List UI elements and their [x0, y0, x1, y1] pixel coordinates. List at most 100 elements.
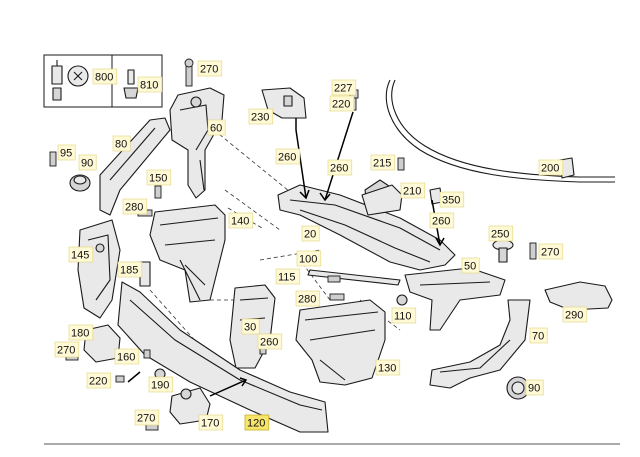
part-90-buffer-left — [69, 174, 91, 192]
part-label-30[interactable]: 30 — [241, 318, 260, 335]
part-label-230[interactable]: 230 — [248, 108, 274, 125]
label-text: 145 — [71, 250, 89, 262]
part-label-50[interactable]: 50 — [461, 257, 480, 274]
part-label-120[interactable]: 120 — [244, 414, 270, 431]
label-box — [391, 307, 417, 324]
part-label-170[interactable]: 170 — [198, 414, 224, 431]
part-220-clip-lower — [115, 375, 125, 383]
part-215-bolt — [397, 157, 405, 171]
label-box — [86, 372, 112, 389]
part-label-270c[interactable]: 270 — [54, 341, 80, 358]
label-text: 260 — [330, 163, 348, 175]
part-label-115[interactable]: 115 — [275, 268, 301, 285]
part-label-20[interactable]: 20 — [301, 225, 320, 242]
part-label-100[interactable]: 100 — [296, 250, 322, 267]
label-box — [525, 379, 544, 396]
part-210-bracket — [361, 184, 403, 216]
part-200-cable — [385, 79, 615, 183]
part-label-220b[interactable]: 220 — [86, 372, 112, 389]
label-text: 150 — [149, 173, 167, 185]
part-label-90b[interactable]: 90 — [525, 379, 544, 396]
label-box — [295, 290, 321, 307]
part-label-150[interactable]: 150 — [146, 169, 172, 186]
label-box — [370, 154, 396, 171]
label-text: 140 — [231, 216, 249, 228]
part-label-80[interactable]: 80 — [112, 135, 131, 152]
label-box — [439, 191, 465, 208]
part-label-250[interactable]: 250 — [488, 225, 514, 242]
part-115-bolt — [327, 275, 341, 283]
label-box — [146, 169, 172, 186]
part-label-210[interactable]: 210 — [400, 182, 426, 199]
part-label-130[interactable]: 130 — [375, 359, 401, 376]
label-box — [197, 60, 223, 77]
label-box — [244, 414, 270, 431]
part-label-260a[interactable]: 260 — [275, 148, 301, 165]
part-label-185[interactable]: 185 — [117, 261, 143, 278]
label-box — [228, 212, 254, 229]
part-label-260c[interactable]: 260 — [429, 212, 455, 229]
part-label-280b[interactable]: 280 — [295, 290, 321, 307]
part-110-bushing — [396, 294, 408, 306]
part-label-260d[interactable]: 260 — [257, 333, 283, 350]
part-label-227[interactable]: 227 — [331, 79, 357, 96]
part-270-bolt-right — [529, 242, 537, 260]
part-60-bracket — [169, 87, 225, 199]
label-text: 80 — [115, 139, 127, 151]
part-270-bolt-top — [184, 58, 194, 87]
part-label-260b[interactable]: 260 — [327, 159, 353, 176]
part-label-350[interactable]: 350 — [439, 191, 465, 208]
part-number-labels: 2708008106080959015028014014518523022722… — [54, 60, 588, 431]
part-label-290[interactable]: 290 — [562, 306, 588, 323]
part-label-110[interactable]: 110 — [391, 307, 417, 324]
part-label-220a[interactable]: 220 — [329, 95, 355, 112]
part-label-60[interactable]: 60 — [207, 119, 226, 136]
label-box — [207, 119, 226, 136]
part-label-95[interactable]: 95 — [57, 144, 76, 161]
part-label-800[interactable]: 800 — [92, 68, 118, 85]
part-label-90a[interactable]: 90 — [78, 154, 97, 171]
label-text: 95 — [60, 148, 72, 160]
label-box — [538, 243, 564, 260]
part-95-bolt — [49, 151, 57, 167]
label-box — [112, 135, 131, 152]
label-text: 810 — [140, 80, 158, 92]
part-70-bracket — [429, 299, 531, 389]
label-box — [68, 324, 94, 341]
label-text: 190 — [151, 380, 169, 392]
part-label-215[interactable]: 215 — [370, 154, 396, 171]
part-label-145[interactable]: 145 — [68, 246, 94, 263]
label-text: 200 — [541, 163, 559, 175]
label-box — [331, 79, 357, 96]
label-box — [488, 225, 514, 242]
label-box — [562, 306, 588, 323]
label-text: 220 — [89, 376, 107, 388]
part-label-190[interactable]: 190 — [148, 376, 174, 393]
label-text: 110 — [394, 311, 412, 323]
label-text: 270 — [137, 413, 155, 425]
label-text: 270 — [541, 247, 559, 259]
label-text: 20 — [304, 229, 316, 241]
label-box — [257, 333, 283, 350]
part-label-140[interactable]: 140 — [228, 212, 254, 229]
label-text: 260 — [260, 337, 278, 349]
label-text: 30 — [244, 322, 256, 334]
label-box — [327, 159, 353, 176]
part-label-200[interactable]: 200 — [538, 159, 564, 176]
label-box — [148, 376, 174, 393]
label-box — [92, 68, 118, 85]
label-box — [54, 341, 80, 358]
part-label-70[interactable]: 70 — [529, 327, 548, 344]
part-label-180[interactable]: 180 — [68, 324, 94, 341]
part-label-160[interactable]: 160 — [114, 348, 140, 365]
label-text: 120 — [247, 418, 265, 430]
part-label-270a[interactable]: 270 — [197, 60, 223, 77]
part-label-280a[interactable]: 280 — [122, 198, 148, 215]
label-text: 90 — [81, 158, 93, 170]
label-box — [429, 212, 455, 229]
part-label-270b[interactable]: 270 — [538, 243, 564, 260]
label-text: 90 — [528, 383, 540, 395]
part-label-270d[interactable]: 270 — [134, 409, 160, 426]
part-label-810[interactable]: 810 — [137, 76, 163, 93]
